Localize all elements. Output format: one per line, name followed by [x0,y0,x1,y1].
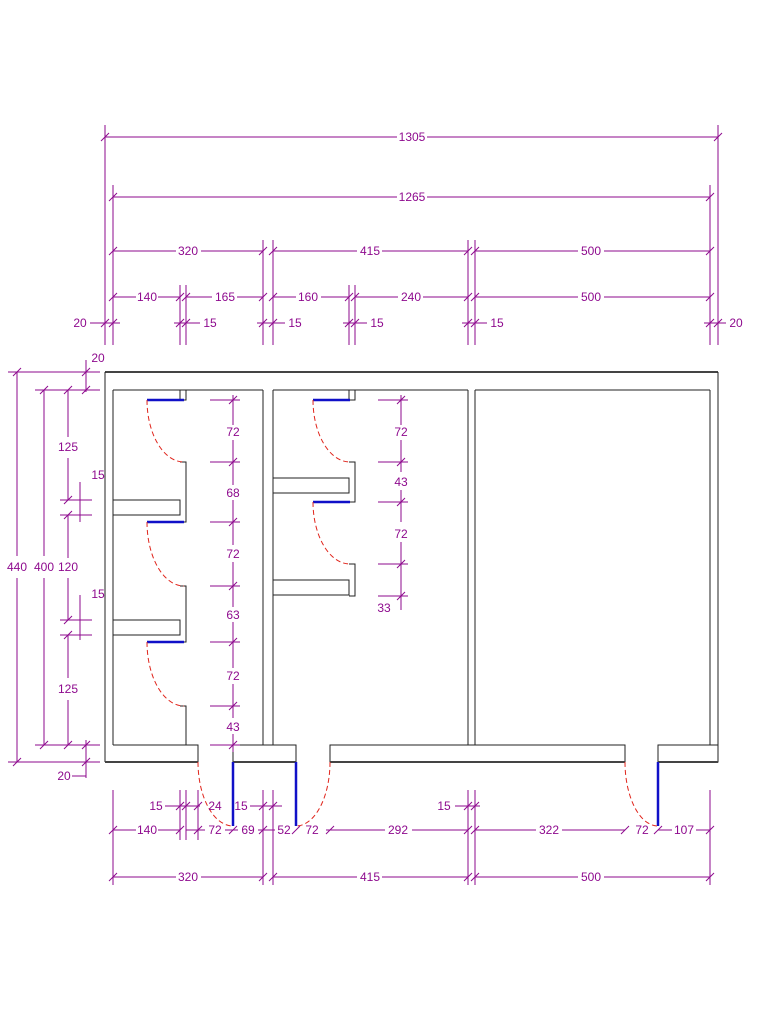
walls [104,371,719,763]
stall-b-jamb-2 [349,461,356,503]
dim-overall-height: 440 [7,560,27,574]
dim-wall-2: 15 [288,316,302,330]
dim-a-5: 72 [226,669,240,683]
dim-left-seg-2: 15 [91,468,105,482]
door-swing-entry-3 [624,761,659,827]
dim-left-seg-4: 15 [91,587,105,601]
stall-dimensions-b: 72 43 72 33 [377,395,408,615]
dim-open-8: 72 [635,823,649,837]
stall-a-jamb-2 [180,461,187,523]
dim-stall-2: 165 [215,290,235,304]
door-swing-entry-1 [197,761,234,827]
dim-open-2: 72 [208,823,222,837]
dim-a-1: 72 [226,425,240,439]
top-dimensions: 1305 1265 320 415 500 140 165 160 240 [73,125,743,345]
dim-open-6: 292 [388,823,408,837]
dim-bottom-room-1: 320 [178,870,198,884]
stall-b-partition-1 [272,477,350,494]
dim-left-seg-1: 125 [58,440,78,454]
dim-room-1: 320 [178,244,198,258]
stall-a-jamb-1 [179,390,187,401]
dim-overall-width: 1305 [399,130,426,144]
stall-b-jamb-1 [348,390,356,401]
door-swing-a2 [146,521,185,587]
door-swing-b2 [312,501,351,565]
dim-a-6: 43 [226,720,240,734]
stall-b-jamb-3 [349,563,356,597]
stall-a-jamb-4 [180,705,187,746]
dim-bottom-wall-4: 15 [437,799,451,813]
bottom-dimensions: 15 24 15 15 140 72 69 52 72 292 322 72 1… [108,790,715,885]
door-swing-b1 [312,399,351,463]
dim-bottom-room-2: 415 [360,870,380,884]
dim-open-5: 72 [305,823,319,837]
dim-bottom-room-3: 500 [581,870,601,884]
dim-inner-height: 400 [34,560,54,574]
dim-wall-3: 15 [370,316,384,330]
dim-a-4: 63 [226,608,240,622]
dim-inner-width: 1265 [399,190,426,204]
dim-left-seg-5: 125 [58,682,78,696]
dim-bottom-wall-3: 15 [234,799,248,813]
dim-b-4: 33 [377,601,391,615]
dim-wall-left: 20 [73,316,87,330]
dim-open-1: 140 [137,823,157,837]
dim-top-wall: 20 [91,351,105,365]
dim-left-seg-3: 120 [58,560,78,574]
dim-b-3: 72 [394,527,408,541]
dim-b-2: 43 [394,475,408,489]
door-swing-a1 [146,399,185,463]
dim-b-1: 72 [394,425,408,439]
stall-a-partition-2 [112,619,181,636]
stall-dimensions-a: 72 68 72 63 72 43 [210,395,240,752]
dim-open-4: 52 [277,823,291,837]
bottom-wall-seg-1 [105,744,199,763]
doors [146,398,660,827]
left-dimensions: 440 400 125 15 120 15 125 20 20 [7,351,105,783]
dim-wall-4: 15 [490,316,504,330]
dim-a-3: 72 [226,547,240,561]
dim-room-3: 500 [581,244,601,258]
dim-stall-1: 140 [137,290,157,304]
dim-stall-5: 500 [581,290,601,304]
dim-room-2: 415 [360,244,380,258]
dim-a-2: 68 [226,486,240,500]
door-swing-a3 [146,641,185,707]
dim-wall-1: 15 [203,316,217,330]
dim-bottom-wall-1: 15 [149,799,163,813]
dim-bottom-wall: 20 [57,769,71,783]
stall-a-partition-1 [112,499,181,516]
dim-stall-3: 160 [298,290,318,304]
door-swing-entry-2 [295,761,331,827]
dim-bottom-wall-2: 24 [208,799,222,813]
bottom-wall-seg-4 [657,744,719,763]
dim-open-7: 322 [539,823,559,837]
stall-a-jamb-3 [180,585,187,643]
bottom-wall-seg-3 [329,744,626,763]
dim-wall-right: 20 [729,316,743,330]
stall-b-partition-2 [272,579,350,596]
dim-stall-4: 240 [401,290,421,304]
dim-open-9: 107 [674,823,694,837]
bottom-wall-seg-2 [232,744,297,763]
dim-open-3: 69 [241,823,255,837]
